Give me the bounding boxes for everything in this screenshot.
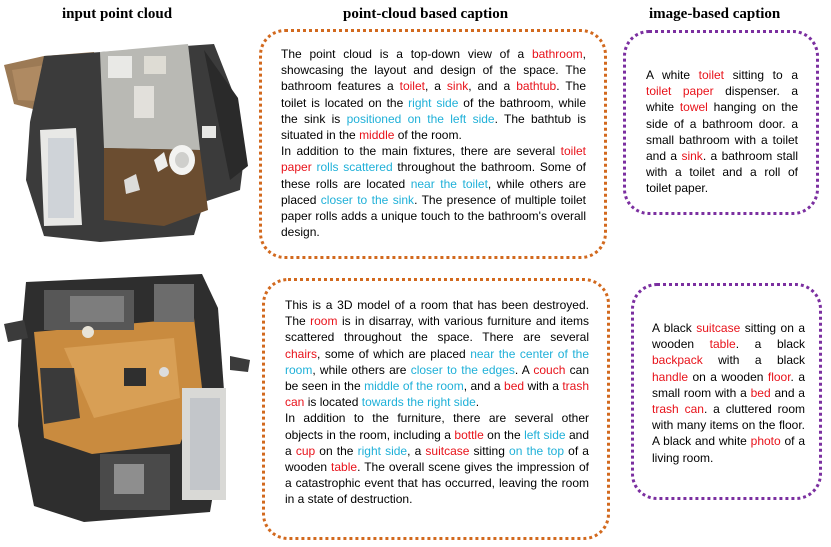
pc-caption-2-highlight: cup <box>295 443 316 458</box>
pc-caption-2-highlight: couch <box>533 362 566 377</box>
pc-caption-1-text: . The presence of multiple toilet paper … <box>281 192 586 240</box>
pc-caption-2-text: . <box>475 395 480 410</box>
pc-caption-1-highlight: rolls scattered <box>316 160 393 175</box>
pc-caption-2-highlight: closer to the edges <box>410 362 515 377</box>
img-caption-2-text: and a <box>770 385 805 400</box>
img-caption-2-highlight: suitcase <box>696 321 741 335</box>
pc-caption-2-highlight: right side <box>357 443 408 458</box>
img-caption-1-text: hanging on the side of a bathroom door. … <box>646 100 798 164</box>
pc-caption-text-1: The point cloud is a top-down view of a … <box>281 46 586 240</box>
img-caption-1-text: sitting to a <box>724 68 798 82</box>
pc-caption-1-text: of the bathroom, while the sink is <box>281 95 586 126</box>
pc-caption-2-text: is in disarray, with various furniture a… <box>285 314 589 345</box>
pc-caption-1-text: . The bathtub is situated in the <box>281 111 586 143</box>
pc-caption-2-text: is located <box>304 395 362 410</box>
img-caption-1-highlight: toilet <box>698 68 725 82</box>
pc-caption-1-text: of the room. <box>394 128 462 143</box>
pc-caption-1-highlight: toilet <box>399 79 425 94</box>
pc-caption-2-text: . The overall scene gives the impression… <box>285 460 589 507</box>
img-caption-box-1: A white toilet sitting to a toilet paper… <box>623 30 819 215</box>
pc-caption-2-text: In addition to the furniture, there are … <box>285 411 589 442</box>
pc-caption-1-highlight: right side <box>408 95 459 110</box>
pc-caption-1-highlight: toilet paper <box>281 144 586 175</box>
pc-caption-1-highlight: closer to the sink <box>320 192 415 207</box>
pc-caption-box-1: The point cloud is a top-down view of a … <box>259 29 607 259</box>
img-caption-2-highlight: trash can <box>652 402 704 417</box>
img-caption-1-highlight: sink <box>681 149 703 164</box>
pc-caption-2-highlight: on the top <box>509 443 565 458</box>
img-caption-2-highlight: table <box>709 337 736 352</box>
img-caption-1-text: . a bathroom stall with a toilet and a r… <box>646 149 798 196</box>
img-caption-2-text: sitting on a wooden <box>652 321 805 352</box>
pc-caption-2-text: , a <box>407 443 426 458</box>
pc-caption-2-text: This is a 3D model of a room that has be… <box>285 298 589 329</box>
pc-caption-box-2: This is a 3D model of a room that has be… <box>262 278 610 540</box>
pc-caption-1-text: , a <box>424 79 447 94</box>
img-caption-2-text: . a black <box>735 337 805 352</box>
pc-caption-2-text: can be seen in the <box>285 362 590 394</box>
room-point-cloud <box>4 268 250 530</box>
img-caption-2-text: with a black <box>702 353 805 368</box>
pc-caption-1-highlight: bathroom <box>531 47 583 61</box>
pc-caption-2-highlight: bed <box>504 379 525 394</box>
img-caption-2-highlight: floor <box>767 369 791 384</box>
pc-caption-2-text: sitting <box>469 443 510 458</box>
pc-caption-2-highlight: suitcase <box>425 443 470 458</box>
img-caption-1-highlight: towel <box>679 100 708 115</box>
img-caption-1-highlight: toilet paper <box>646 84 714 99</box>
room-point-cloud-render <box>4 274 250 522</box>
pc-caption-2-text: , while others are <box>312 362 411 377</box>
img-caption-2-text: on a wooden <box>688 369 768 384</box>
pc-caption-2-text: . A <box>514 362 534 377</box>
pc-caption-2-highlight: middle of the room <box>364 379 464 394</box>
img-caption-2-highlight: photo <box>750 434 781 449</box>
pc-caption-2-highlight: left side <box>524 427 566 442</box>
pc-caption-2-highlight: towards the right side <box>361 395 476 410</box>
pc-caption-1-text: , while others are placed <box>281 176 587 207</box>
pc-caption-2-highlight: room <box>310 314 338 329</box>
pc-caption-2-text: , and a <box>463 379 505 394</box>
img-caption-2-text: A black <box>652 321 697 335</box>
bathroom-point-cloud <box>4 30 250 245</box>
pc-caption-2-text: and a <box>285 427 590 458</box>
pc-caption-1-highlight: near the toilet <box>410 176 488 191</box>
img-caption-1-text: dispenser. a white <box>646 84 799 115</box>
header-input-point-cloud: input point cloud <box>62 6 173 22</box>
pc-caption-1-highlight: bathtub <box>516 79 557 94</box>
bathroom-point-cloud-render <box>4 44 248 242</box>
pc-caption-2-highlight: chairs <box>285 346 318 361</box>
pc-caption-2-text: of a wooden <box>285 443 589 475</box>
pc-caption-1-highlight: sink <box>446 79 469 94</box>
pc-caption-1-text: , and a <box>468 79 517 94</box>
img-caption-2-text: . a small room with a <box>652 369 805 400</box>
img-caption-2-text: of a living room. <box>652 434 805 465</box>
pc-caption-1-highlight: middle <box>359 128 395 143</box>
pc-caption-2-text: on the <box>315 443 358 458</box>
header-image-caption: image-based caption <box>649 6 781 22</box>
pc-caption-1-highlight: positioned on the left side <box>346 111 495 126</box>
pc-caption-2-highlight: trash can <box>285 379 590 410</box>
pc-caption-2-text: on the <box>483 427 525 442</box>
img-caption-box-2: A black suitcase sitting on a wooden tab… <box>631 283 822 500</box>
img-caption-text-2: A black suitcase sitting on a wooden tab… <box>652 320 805 466</box>
img-caption-2-highlight: handle <box>652 369 689 384</box>
header-point-cloud-caption: point-cloud based caption <box>343 6 509 22</box>
img-caption-2-text: . a cluttered room with many items on th… <box>652 402 806 449</box>
pc-caption-2-highlight: table <box>331 460 358 475</box>
img-caption-text-1: A white toilet sitting to a toilet paper… <box>646 67 798 197</box>
pc-caption-2-text: , some of which are placed <box>317 346 471 361</box>
pc-caption-2-highlight: bottle <box>454 427 484 442</box>
pc-caption-2-text: with a <box>524 379 563 394</box>
pc-caption-1-text: The point cloud is a top-down view of a <box>281 47 532 61</box>
pc-caption-text-2: This is a 3D model of a room that has be… <box>285 297 589 508</box>
pc-caption-1-text: In addition to the main fixtures, there … <box>281 144 561 159</box>
pc-caption-1-text: throughout the bathroom. Some of these r… <box>281 160 586 191</box>
pc-caption-1-text: . The toilet is located on the <box>281 79 586 110</box>
pc-caption-2-highlight: near the center of the room <box>285 346 589 377</box>
pc-caption-1-text: , showcasing the layout and design of th… <box>281 47 586 94</box>
img-caption-2-highlight: backpack <box>652 353 703 368</box>
img-caption-2-highlight: bed <box>750 385 771 400</box>
img-caption-1-text: A white <box>646 68 699 82</box>
